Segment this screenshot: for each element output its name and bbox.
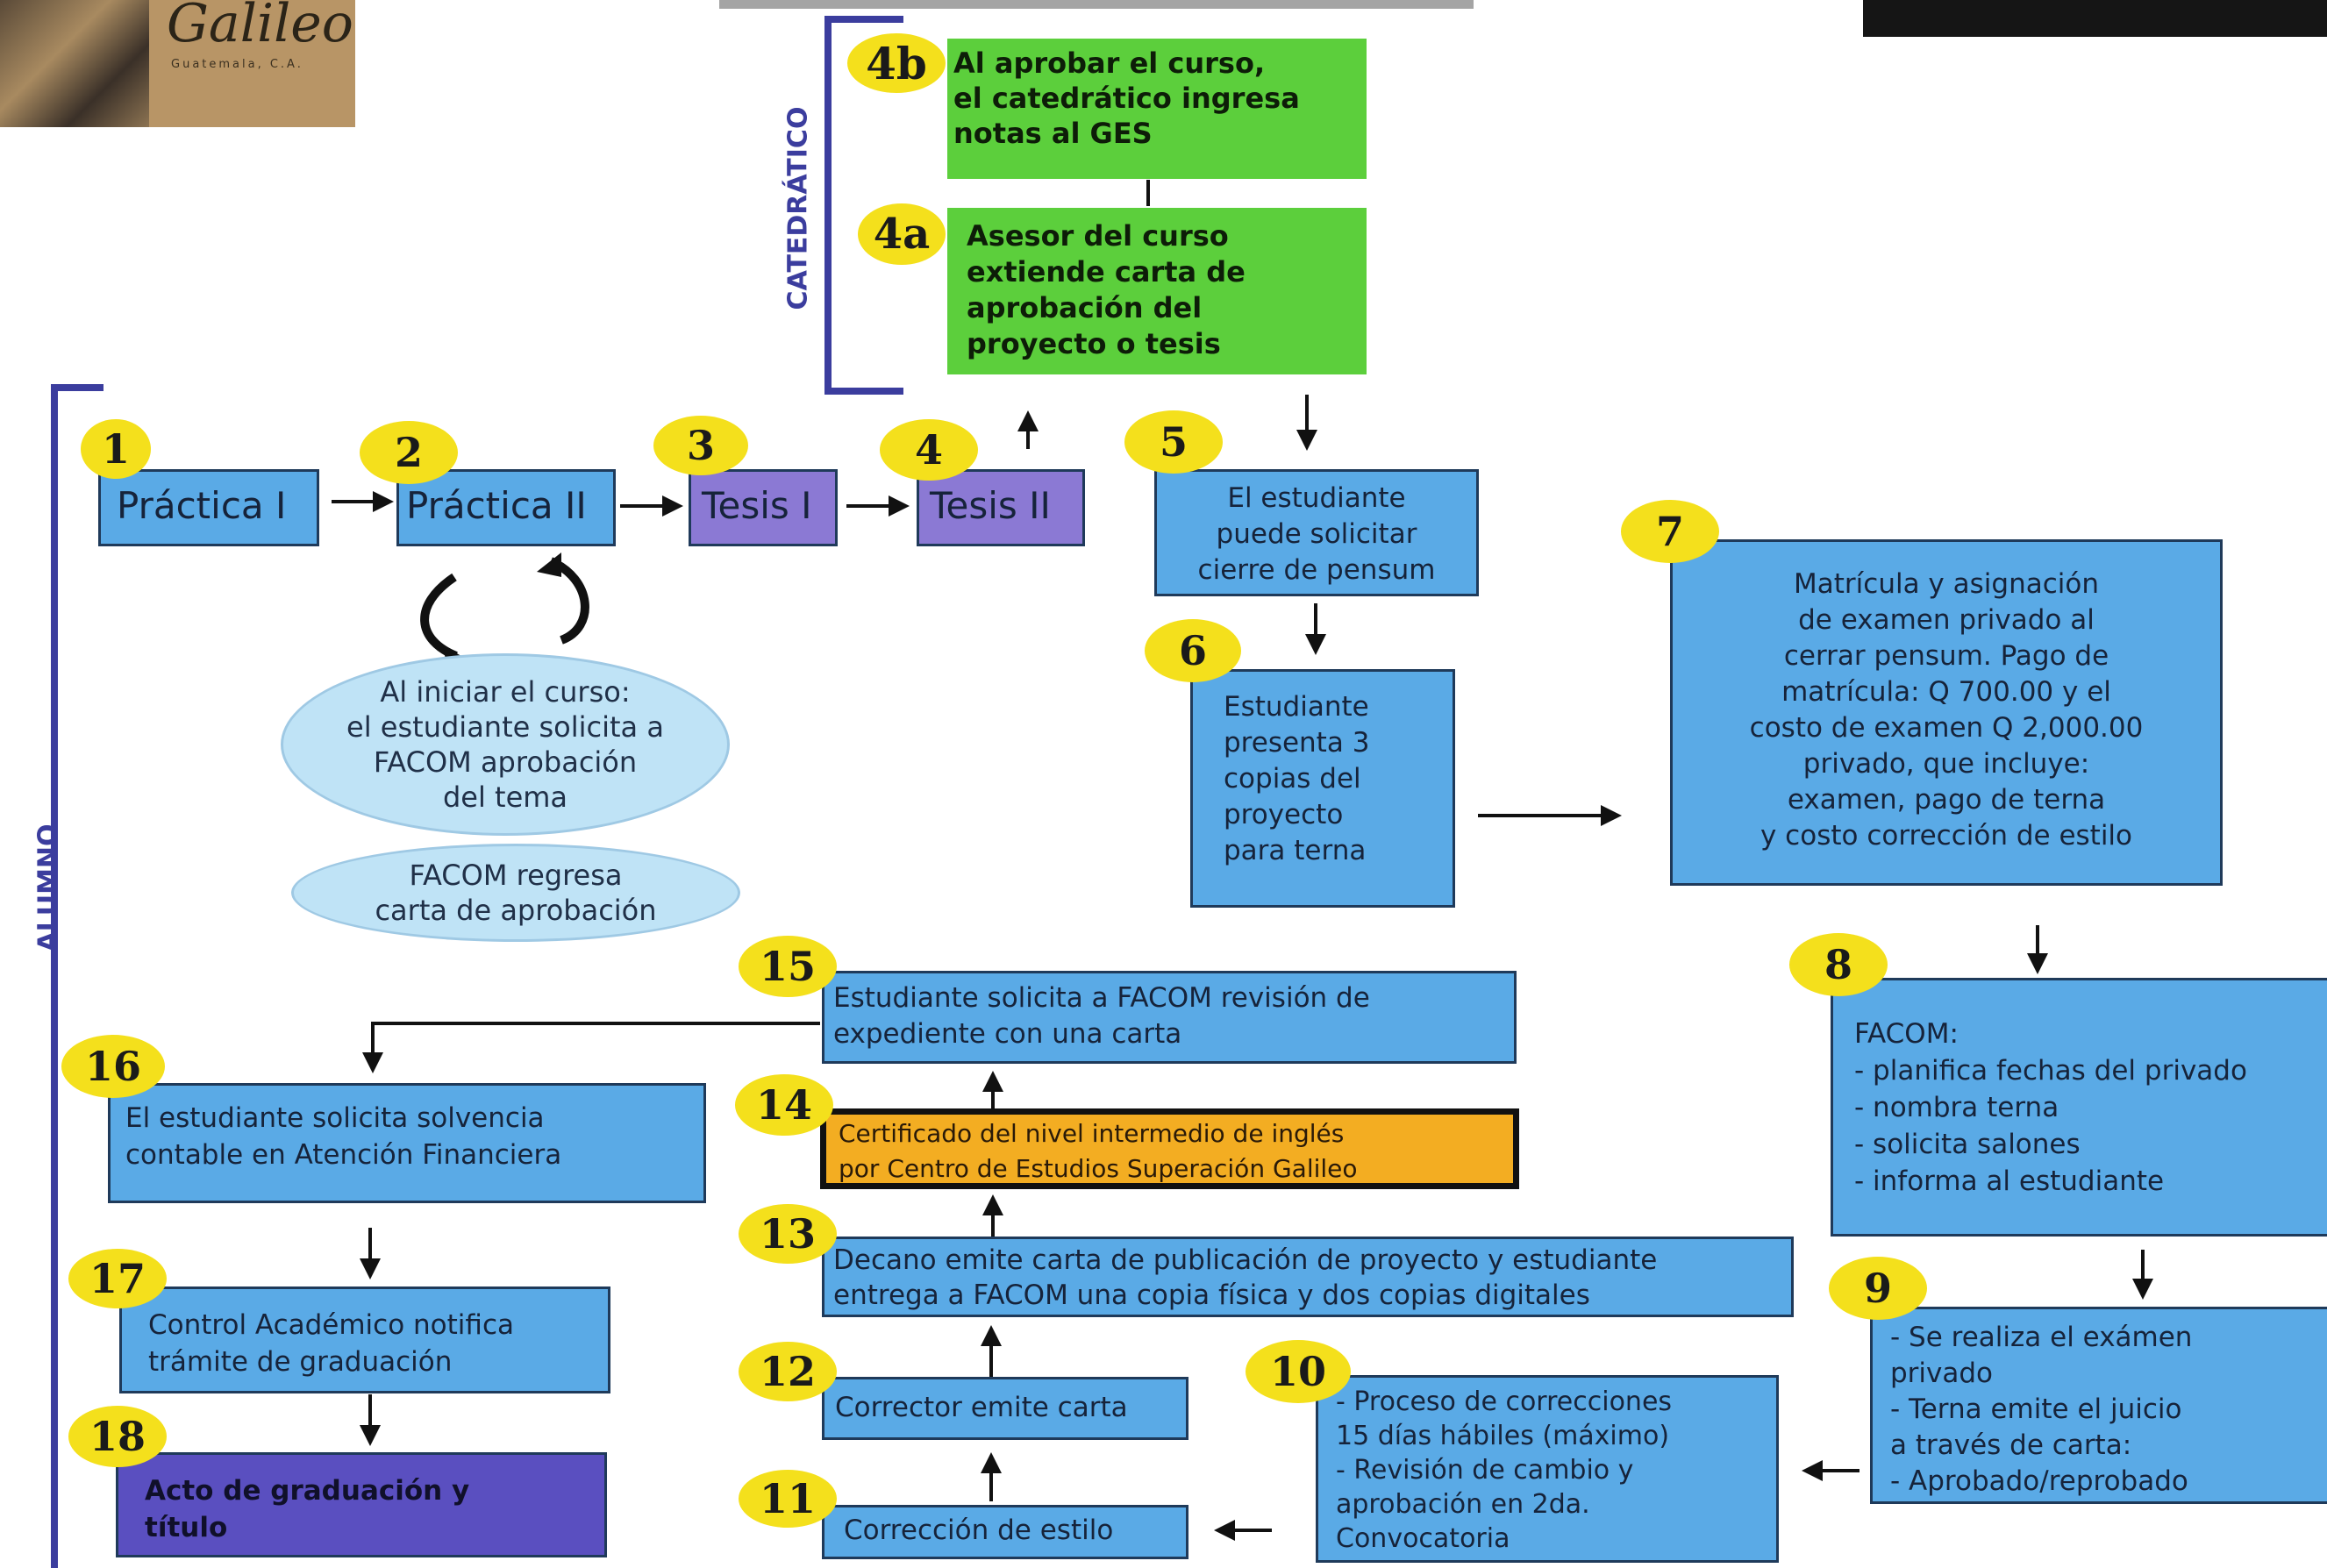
step-4a-text: Asesor del curso extiende carta de aprob… <box>967 219 1246 360</box>
step-12-badge: 12 <box>739 1342 837 1401</box>
step-4-badge: 4 <box>880 419 978 481</box>
step-18-box: Acto de graduación y título <box>116 1452 607 1557</box>
logo-emblem <box>0 0 149 127</box>
step-14-badge: 14 <box>735 1074 833 1136</box>
logo-name: Galileo <box>167 0 353 54</box>
step-2-text: Práctica II <box>406 484 587 527</box>
step-15-box: Estudiante solicita a FACOM revisión de … <box>822 971 1517 1064</box>
step-4a-badge: 4a <box>858 203 946 265</box>
step-14-text: Certificado del nivel intermedio de ingl… <box>839 1119 1358 1183</box>
step-4-box: Tesis II <box>917 469 1085 546</box>
step-16-box: El estudiante solicita solvencia contabl… <box>108 1083 706 1203</box>
arrow-15-16 <box>362 1022 820 1073</box>
step-4-text: Tesis II <box>930 484 1051 527</box>
step-9-badge: 9 <box>1829 1257 1927 1320</box>
step-1-badge: 1 <box>81 419 151 479</box>
step-18-text: Acto de graduación y título <box>145 1475 470 1543</box>
step-3-badge: 3 <box>653 416 748 475</box>
step-11-box: Corrección de estilo <box>822 1505 1188 1559</box>
catedratico-lane-bracket <box>824 16 903 395</box>
step-10-badge: 10 <box>1246 1340 1351 1403</box>
step-9-text: - Se realiza el exámen privado - Terna e… <box>1890 1322 2193 1497</box>
step-17-badge: 17 <box>68 1249 167 1308</box>
step-5-box: El estudiante puede solicitar cierre de … <box>1154 469 1479 596</box>
step-13-badge: 13 <box>739 1204 837 1264</box>
step-14-box: Certificado del nivel intermedio de ingl… <box>820 1108 1519 1189</box>
logo-subtitle: Guatemala, C.A. <box>171 58 303 71</box>
step-11-badge: 11 <box>739 1470 837 1528</box>
top-center-fragment <box>719 0 1474 9</box>
step-17-text: Control Académico notifica trámite de gr… <box>148 1309 514 1378</box>
alumno-lane-bracket <box>51 384 104 1568</box>
note-start-course: Al iniciar el curso: el estudiante solic… <box>281 653 730 836</box>
step-8-box: FACOM: - planifica fechas del privado - … <box>1831 978 2327 1237</box>
step-10-text: - Proceso de correcciones 15 días hábile… <box>1336 1386 1673 1554</box>
step-9-box: - Se realiza el exámen privado - Terna e… <box>1870 1307 2327 1504</box>
step-3-box: Tesis I <box>689 469 838 546</box>
step-1-box: Práctica I <box>98 469 319 546</box>
step-8-text: FACOM: - planifica fechas del privado - … <box>1854 1018 2247 1197</box>
step-10-box: - Proceso de correcciones 15 días hábile… <box>1316 1375 1779 1563</box>
step-4b-badge: 4b <box>847 33 946 93</box>
step-6-badge: 6 <box>1145 619 1241 682</box>
step-15-badge: 15 <box>739 936 837 997</box>
step-18-badge: 18 <box>68 1406 167 1467</box>
step-2-badge: 2 <box>360 421 458 484</box>
step-4b-text: Al aprobar el curso, el catedrático ingr… <box>953 46 1300 150</box>
note-facom-returns: FACOM regresa carta de aprobación <box>291 844 740 942</box>
step-5-badge: 5 <box>1124 410 1223 474</box>
step-13-box: Decano emite carta de publicación de pro… <box>822 1237 1794 1317</box>
step-12-text: Corrector emite carta <box>835 1392 1128 1423</box>
step-8-badge: 8 <box>1789 933 1888 996</box>
step-7-text: Matrícula y asignación de examen privado… <box>1749 568 2144 852</box>
step-15-text: Estudiante solicita a FACOM revisión de … <box>833 982 1370 1050</box>
step-16-text: El estudiante solicita solvencia contabl… <box>125 1102 562 1171</box>
step-1-text: Práctica I <box>117 484 287 527</box>
step-7-box: Matrícula y asignación de examen privado… <box>1670 539 2223 886</box>
step-7-badge: 7 <box>1621 500 1719 563</box>
step-12-box: Corrector emite carta <box>822 1377 1188 1440</box>
logo: Galileo Guatemala, C.A. <box>0 0 355 127</box>
step-4a-box: Asesor del curso extiende carta de aprob… <box>947 208 1367 374</box>
step-6-text: Estudiante presenta 3 copias del proyect… <box>1224 691 1370 866</box>
step-4b-box: Al aprobar el curso, el catedrático ingr… <box>947 39 1367 179</box>
step-16-badge: 16 <box>61 1035 165 1098</box>
step-6-box: Estudiante presenta 3 copias del proyect… <box>1190 669 1455 908</box>
step-17-box: Control Académico notifica trámite de gr… <box>119 1286 610 1393</box>
top-right-banner <box>1863 0 2327 37</box>
step-5-text: El estudiante puede solicitar cierre de … <box>1197 482 1436 586</box>
step-13-text: Decano emite carta de publicación de pro… <box>833 1244 1658 1311</box>
step-2-box: Práctica II <box>396 469 616 546</box>
step-3-text: Tesis I <box>702 484 812 527</box>
step-11-text: Corrección de estilo <box>844 1515 1114 1546</box>
